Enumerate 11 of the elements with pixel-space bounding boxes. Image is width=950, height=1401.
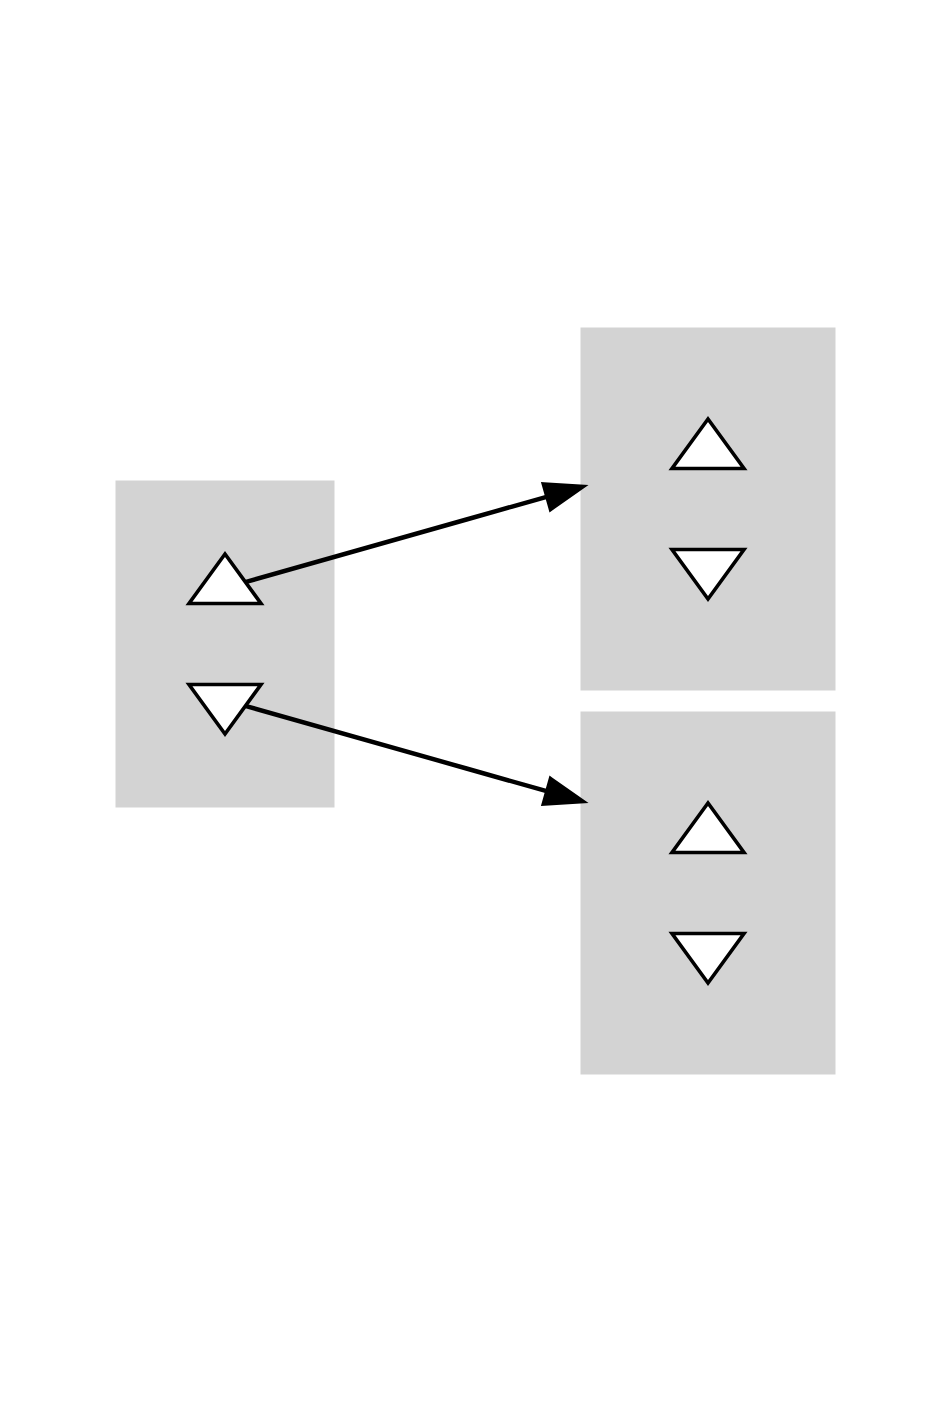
node-triangle (667, 415, 748, 470)
arrow (245, 481, 589, 584)
node-triangle (184, 550, 265, 605)
cluster (580, 711, 835, 1074)
node-inverted-triangle (667, 547, 748, 602)
node-inverted-triangle (184, 682, 265, 737)
cluster (580, 327, 835, 690)
node-triangle (667, 799, 748, 854)
arrow (245, 703, 589, 806)
cluster (115, 480, 334, 807)
node-inverted-triangle (667, 931, 748, 986)
